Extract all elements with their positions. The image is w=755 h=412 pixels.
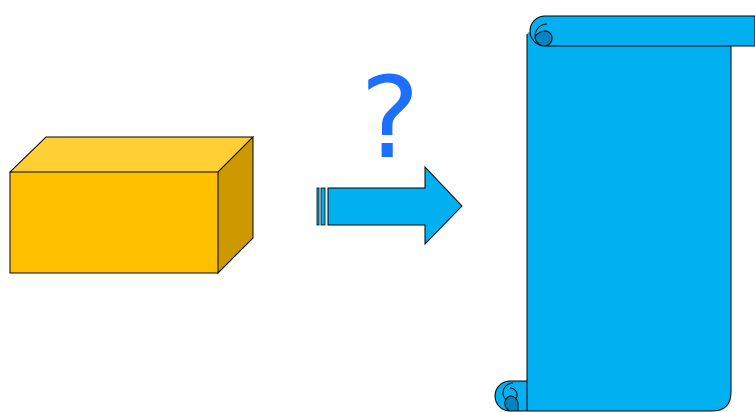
scroll-body [515,16,731,411]
scroll-document-icon [495,16,755,411]
scroll-bottom-curl-fill [505,396,518,411]
arrow-stripe-1 [317,188,319,225]
box-front-face [10,172,218,273]
scroll-top-roll [530,16,755,46]
question-mark-icon: ? [360,54,419,184]
box-top-face [10,137,253,172]
box-3d-icon [10,137,253,273]
arrow-stripe-2 [321,188,325,225]
